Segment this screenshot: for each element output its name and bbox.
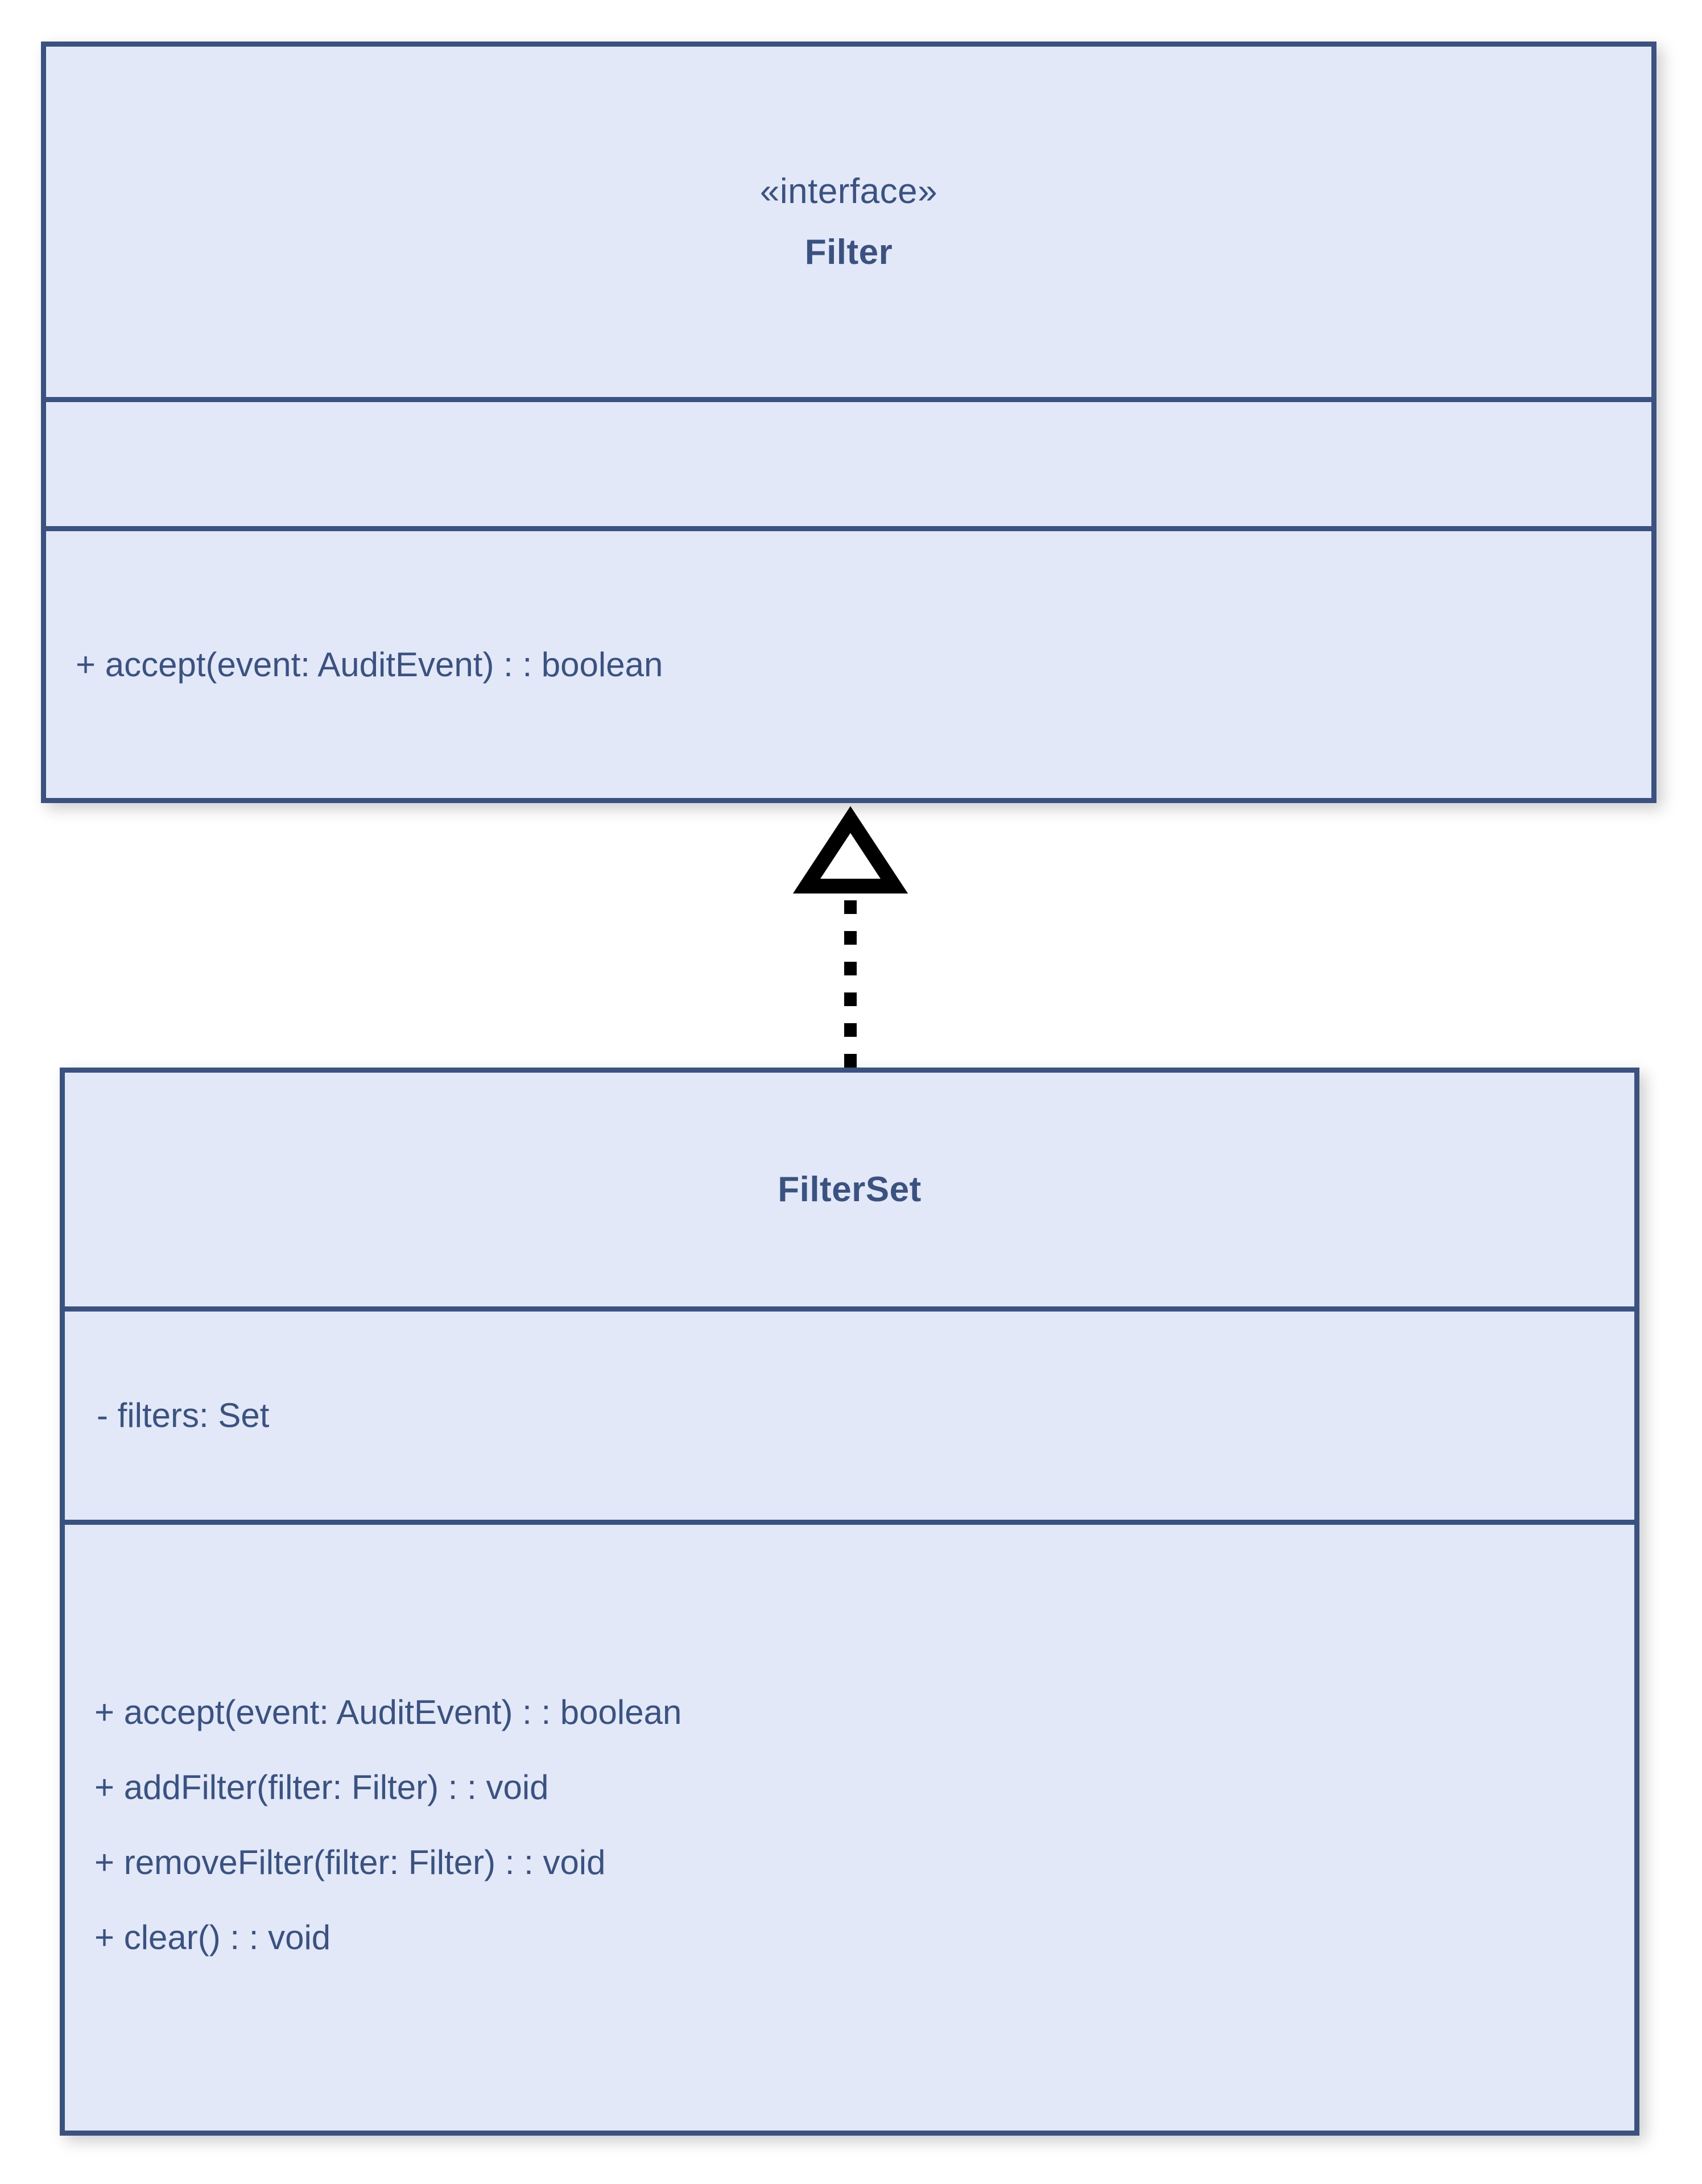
class-box-filterset[interactable]: FilterSet - filters: Set + accept(event:… xyxy=(60,1068,1639,2136)
class-operations-filter: + accept(event: AuditEvent) : : boolean xyxy=(46,526,1651,798)
operation-row: + removeFilter(filter: Filter) : : void xyxy=(94,1843,606,1881)
class-name-filter: Filter xyxy=(804,233,893,272)
stereotype-label-filter: «interface» xyxy=(759,171,938,211)
attribute-row: - filters: Set xyxy=(97,1396,270,1434)
operation-row: + accept(event: AuditEvent) : : boolean xyxy=(94,1693,682,1731)
class-attributes-filter xyxy=(46,397,1651,526)
realization-connector-filterset-to-filter xyxy=(792,806,908,1068)
operation-row: + clear() : : void xyxy=(94,1918,331,1956)
realization-hollow-triangle-arrowhead xyxy=(792,806,908,894)
operation-row: + accept(event: AuditEvent) : : boolean xyxy=(76,645,663,684)
class-operations-filterset: + accept(event: AuditEvent) : : boolean … xyxy=(65,1520,1634,2125)
class-header-filter: «interface» Filter xyxy=(46,47,1651,397)
operation-row: + addFilter(filter: Filter) : : void xyxy=(94,1768,549,1806)
class-attributes-filterset: - filters: Set xyxy=(65,1306,1634,1520)
class-box-filter[interactable]: «interface» Filter + accept(event: Audit… xyxy=(41,42,1656,803)
class-name-filterset: FilterSet xyxy=(778,1169,922,1209)
class-header-filterset: FilterSet xyxy=(65,1073,1634,1306)
